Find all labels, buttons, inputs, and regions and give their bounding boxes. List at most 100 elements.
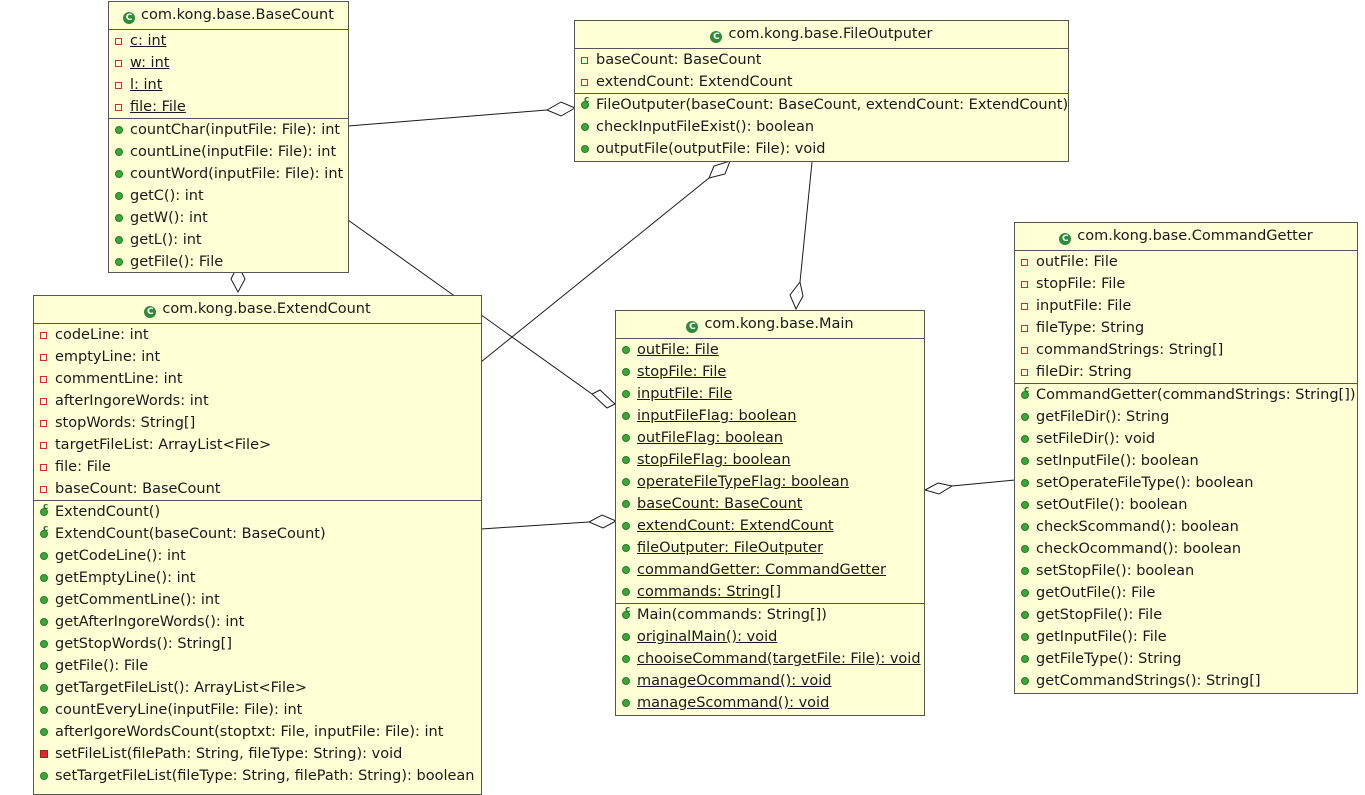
method-row: manageOcommand(): void <box>616 670 924 692</box>
private-filled-visibility-icon <box>40 750 48 758</box>
private-visibility-icon <box>1021 347 1028 354</box>
attribute-row: stopFile: File <box>1015 273 1357 295</box>
method-text: checkOcommand(): boolean <box>1036 541 1242 557</box>
method-row: afterIgoreWordsCount(stoptxt: File, inpu… <box>34 721 481 743</box>
attribute-row: fileDir: String <box>1015 361 1357 383</box>
method-text: getCodeLine(): int <box>55 548 186 564</box>
attribute-row: c: int <box>109 30 348 52</box>
attribute-text: outFile: File <box>637 342 719 358</box>
public-visibility-icon <box>40 552 48 560</box>
method-text: getAfterIngoreWords(): int <box>55 614 245 630</box>
method-row: getFileDir(): String <box>1015 406 1357 428</box>
attribute-text: codeLine: int <box>55 327 149 343</box>
public-visibility-icon <box>115 170 123 178</box>
attribute-text: fileType: String <box>1036 320 1145 336</box>
method-text: Main(commands: String[]) <box>637 607 827 623</box>
attribute-row: commands: String[] <box>616 581 924 603</box>
method-row: setFileList(filePath: String, fileType: … <box>34 743 481 765</box>
method-text: setFileList(filePath: String, fileType: … <box>55 746 403 762</box>
attribute-text: stopWords: String[] <box>55 415 196 431</box>
public-visibility-icon <box>40 728 48 736</box>
attribute-row: stopWords: String[] <box>34 412 481 434</box>
attribute-text: afterIngoreWords: int <box>55 393 209 409</box>
private-visibility-icon <box>40 464 47 471</box>
private-visibility-icon <box>40 354 47 361</box>
package-visibility-icon <box>622 566 630 574</box>
method-row: manageScommand(): void <box>616 692 924 714</box>
class-icon: C <box>123 12 136 24</box>
attribute-row: file: File <box>109 96 348 118</box>
aggregation-diamond <box>545 101 577 117</box>
method-text: getFile(): File <box>130 254 224 270</box>
attribute-row: file: File <box>34 456 481 478</box>
attribute-text: stopFile: File <box>637 364 727 380</box>
attribute-row: afterIngoreWords: int <box>34 390 481 412</box>
attribute-text: c: int <box>130 33 167 49</box>
public-visibility-icon <box>115 192 123 200</box>
attribute-text: targetFileList: ArrayList<File> <box>55 437 272 453</box>
method-row: getStopFile(): File <box>1015 604 1357 626</box>
constructor-icon: c <box>625 605 631 615</box>
public-visibility-icon <box>1021 391 1029 399</box>
class-icon: C <box>686 321 699 333</box>
attribute-text: outFileFlag: boolean <box>637 430 783 446</box>
aggregation-diamond <box>923 482 954 495</box>
attribute-text: stopFileFlag: boolean <box>637 452 791 468</box>
public-visibility-icon <box>622 699 630 707</box>
method-row: getFile(): File <box>109 251 348 273</box>
private-visibility-icon <box>581 79 588 86</box>
public-visibility-icon <box>622 655 630 663</box>
package-visibility-icon <box>622 456 630 464</box>
method-text: getEmptyLine(): int <box>55 570 196 586</box>
public-visibility-icon <box>40 706 48 714</box>
method-row: countEveryLine(inputFile: File): int <box>34 699 481 721</box>
attribute-text: stopFile: File <box>1036 276 1126 292</box>
constructor-icon: c <box>1024 385 1030 395</box>
attribute-text: commands: String[] <box>637 584 782 600</box>
method-row: countLine(inputFile: File): int <box>109 141 348 163</box>
private-visibility-icon <box>115 104 122 111</box>
method-row: getAfterIngoreWords(): int <box>34 611 481 633</box>
method-row: checkInputFileExist(): boolean <box>575 116 1068 138</box>
method-row: checkScommand(): boolean <box>1015 516 1357 538</box>
public-visibility-icon <box>1021 611 1029 619</box>
public-visibility-icon <box>40 662 48 670</box>
method-text: getW(): int <box>130 210 208 226</box>
public-visibility-icon <box>40 596 48 604</box>
method-text: outputFile(outputFile: File): void <box>596 141 826 157</box>
method-text: originalMain(): void <box>637 629 778 645</box>
class-name: com.kong.base.ExtendCount <box>162 301 371 317</box>
aggregation-diamond <box>591 389 616 409</box>
method-row: setFileDir(): void <box>1015 428 1357 450</box>
aggregation-diamond <box>587 514 618 529</box>
attribute-row: stopFile: File <box>616 361 924 383</box>
package-visibility-icon <box>622 346 630 354</box>
public-visibility-icon <box>1021 479 1029 487</box>
private-visibility-icon <box>40 442 47 449</box>
attribute-row: inputFile: File <box>1015 295 1357 317</box>
method-text: setFileDir(): void <box>1036 431 1156 447</box>
method-text: getCommandStrings(): String[] <box>1036 673 1261 689</box>
public-visibility-icon <box>1021 435 1029 443</box>
package-visibility-icon <box>622 588 630 596</box>
attribute-text: extendCount: ExtendCount <box>596 74 793 90</box>
method-text: chooiseCommand(targetFile: File): void <box>637 651 921 667</box>
method-text: getInputFile(): File <box>1036 629 1167 645</box>
package-visibility-icon <box>622 522 630 530</box>
method-row: originalMain(): void <box>616 626 924 648</box>
method-row: setInputFile(): boolean <box>1015 450 1357 472</box>
attribute-text: operateFileTypeFlag: boolean <box>637 474 849 490</box>
